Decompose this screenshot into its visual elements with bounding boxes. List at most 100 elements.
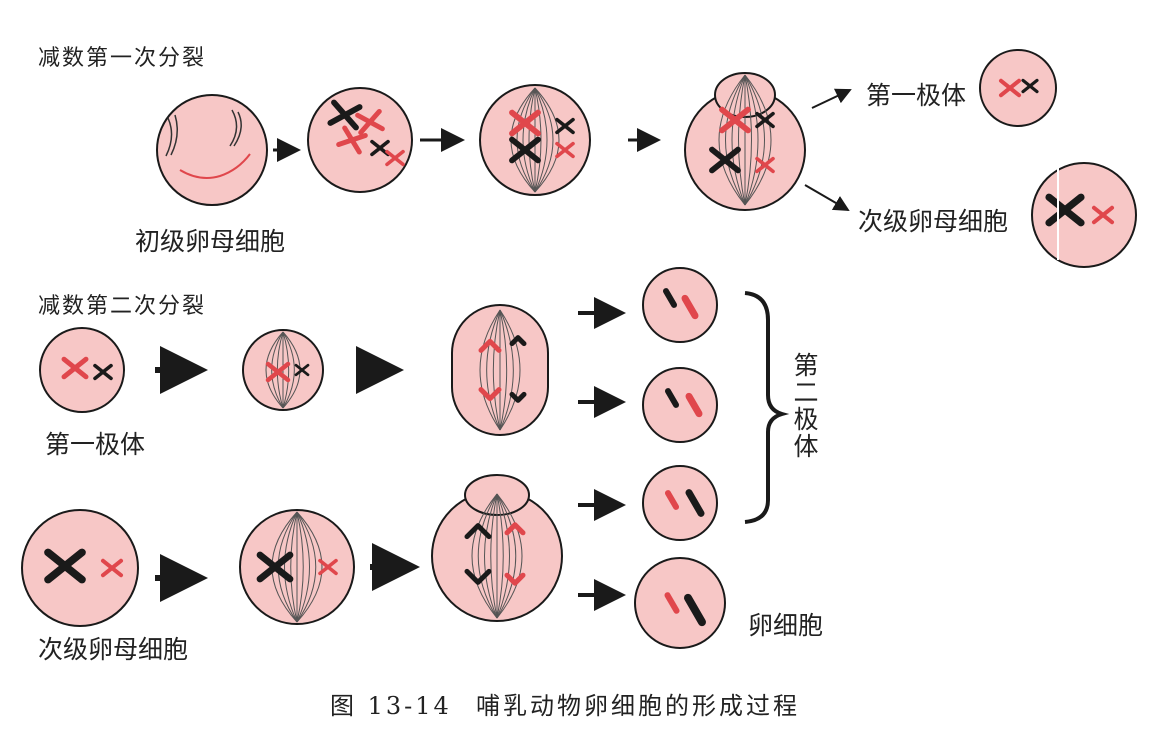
second-polar-body-cell-2 <box>642 367 718 443</box>
figure-number: 图 13-14 <box>330 692 452 720</box>
polar-metaphase-cell <box>242 329 324 411</box>
chromosome <box>265 361 291 383</box>
spindle-fiber <box>534 87 548 193</box>
secondary-oocyte-label: 次级卵母细胞 <box>38 635 189 664</box>
spindle-fiber <box>479 309 501 431</box>
chromosome <box>100 558 124 578</box>
chromosome <box>294 363 310 377</box>
chromatid <box>478 387 502 402</box>
primary-oocyte-cell <box>156 94 268 206</box>
oocyte-anaphase-cell <box>431 474 563 622</box>
chromosome <box>998 78 1022 98</box>
spindle-fiber <box>490 493 498 619</box>
spindle-fiber <box>271 331 284 409</box>
flow-arrow <box>804 184 850 212</box>
spindle-fiber <box>296 511 317 623</box>
second-polar-body-cell-1 <box>642 267 718 343</box>
chromatid <box>504 572 526 586</box>
second-polar-body-label: 第二极体 <box>790 352 819 460</box>
chromatid <box>663 288 677 308</box>
cell-membrane <box>979 49 1057 127</box>
chromosome <box>256 551 294 583</box>
chromosome <box>355 108 385 136</box>
chromosome <box>555 117 575 135</box>
chromosome <box>385 149 405 167</box>
spindle-fiber <box>265 331 284 409</box>
spindle-fiber <box>496 493 504 619</box>
chromosome <box>709 146 741 174</box>
cell-membrane <box>1031 162 1137 268</box>
spindle-fiber <box>522 87 536 193</box>
spindle-fiber <box>534 87 554 193</box>
spindle-fiber <box>471 493 498 619</box>
chromatin-thread <box>229 109 242 147</box>
meiosis-one-heading: 减数第一次分裂 <box>38 46 207 71</box>
chromosome <box>755 156 775 174</box>
spindle-fiber <box>528 87 536 193</box>
spindle-fiber <box>477 493 498 619</box>
chromosome <box>555 141 575 159</box>
cell-membrane <box>642 267 718 343</box>
spindle-fiber <box>496 493 510 619</box>
cell-membrane <box>642 465 718 541</box>
spindle-fiber <box>534 87 560 193</box>
chromosome <box>327 99 363 131</box>
spindle-fiber <box>496 493 523 619</box>
chromatid <box>504 522 526 536</box>
secondary-oocyte-top-cell <box>1031 162 1137 268</box>
secondary-oocyte-cell <box>21 509 139 627</box>
spindle-fiber <box>499 309 514 431</box>
chromatid <box>664 592 680 614</box>
chromatid <box>509 335 527 347</box>
spindle-fiber <box>290 511 298 623</box>
spindle-fiber <box>534 87 542 193</box>
first-polar-body-cell <box>39 327 125 413</box>
chromatid <box>464 523 492 540</box>
spindle-fiber <box>296 511 304 623</box>
egg-cell-label: 卵细胞 <box>748 611 824 640</box>
spindle-fiber <box>731 74 746 206</box>
spindle-fiber <box>296 511 323 623</box>
chromosome <box>755 111 775 129</box>
chromosome <box>1021 78 1039 94</box>
metaphase-one-cell <box>479 84 591 196</box>
chromatid <box>509 391 527 403</box>
secondary-oocyte-top-label: 次级卵母细胞 <box>858 207 1009 236</box>
chromosome <box>719 106 751 134</box>
chromatin-thread <box>165 114 178 157</box>
cell-membrane <box>634 557 726 649</box>
chromatid <box>684 593 706 627</box>
chromosome <box>509 136 541 164</box>
spindle-fiber <box>744 74 759 206</box>
chromosome <box>1091 205 1115 225</box>
chromosome <box>318 558 338 576</box>
spindle-fiber <box>744 74 765 206</box>
chromatid <box>685 392 703 418</box>
chromatid <box>685 489 705 517</box>
oocyte-metaphase-cell <box>239 509 355 625</box>
figure-caption: 哺乳动物卵细胞的形成过程 <box>476 692 800 720</box>
chromosome <box>336 125 368 155</box>
primary-oocyte-label: 初级卵母细胞 <box>135 227 286 256</box>
first-polar-body-label: 第一极体 <box>45 430 146 459</box>
spindle-fiber <box>486 309 501 431</box>
spindle-fiber <box>744 74 752 206</box>
spindle-fiber <box>282 331 295 409</box>
spindle-fiber <box>499 309 521 431</box>
flow-arrow <box>811 88 852 109</box>
spindle-fiber <box>296 511 310 623</box>
egg-cell <box>634 557 726 649</box>
cell-membrane <box>156 94 268 206</box>
polar-anaphase-cell <box>451 304 549 436</box>
chromatid <box>681 294 699 320</box>
cell-membrane <box>642 367 718 443</box>
cell-membrane <box>21 509 139 627</box>
spindle-fiber <box>744 74 772 206</box>
chromosome <box>93 363 113 381</box>
chromatid <box>478 338 502 353</box>
chromatid <box>665 490 679 510</box>
anaphase-one-cell <box>684 72 806 211</box>
chromosome <box>509 109 541 137</box>
